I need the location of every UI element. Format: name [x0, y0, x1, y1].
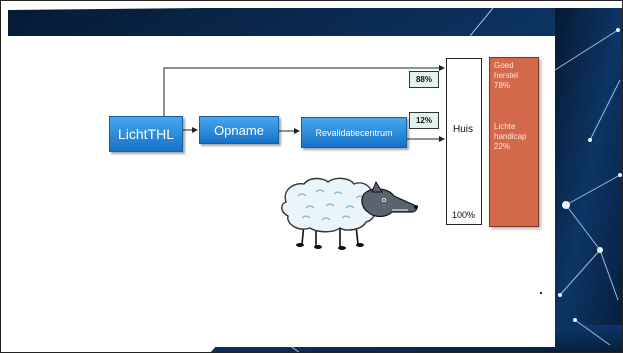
- flow-box-opname: Opname: [199, 116, 279, 144]
- flow-box-revalidatie: Revalidatiecentrum: [301, 117, 407, 148]
- wolf-in-sheep-illustration: [281, 177, 418, 250]
- outcome-pct: 22%: [494, 142, 511, 151]
- outcome-bar: [489, 57, 539, 227]
- stray-dot: [540, 292, 542, 294]
- outcome-line: Lichte: [494, 122, 516, 131]
- outcome-line: Goed: [494, 61, 514, 70]
- branch-badge-lower: 12%: [409, 112, 439, 129]
- outcome-pct: 78%: [494, 81, 511, 90]
- outcome-light-handicap: Lichte handicap 22%: [494, 122, 538, 152]
- destination-total: 100%: [452, 210, 476, 220]
- flow-box-start-label: LichtTHL: [117, 126, 175, 142]
- branch-badge-upper-label: 88%: [415, 75, 432, 84]
- flow-box-start: LichtTHL: [109, 116, 183, 152]
- outcome-line: handicap: [494, 132, 527, 141]
- outcome-good-recovery: Goed herstel 78%: [494, 61, 538, 91]
- flow-box-opname-label: Opname: [214, 122, 264, 138]
- destination-label: Huis: [453, 124, 474, 135]
- branch-badge-lower-label: 12%: [415, 116, 432, 125]
- destination-box: [446, 58, 482, 225]
- flow-box-revalidatie-label: Revalidatiecentrum: [315, 127, 393, 138]
- outcome-line: herstel: [494, 71, 519, 80]
- branch-badge-upper: 88%: [409, 71, 439, 88]
